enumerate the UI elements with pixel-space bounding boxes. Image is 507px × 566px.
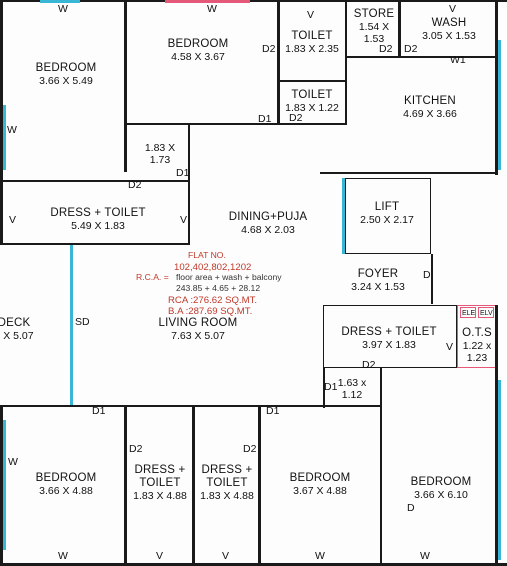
wall <box>345 56 498 58</box>
wall <box>431 254 433 304</box>
tag-door: D2 <box>262 43 276 55</box>
room-lift: LIFT 2.50 X 2.17 <box>360 201 414 227</box>
tag-window: W1 <box>450 54 466 66</box>
tag-vent: V <box>449 3 457 15</box>
tag-elv: ELV <box>480 310 493 317</box>
wall <box>188 125 190 245</box>
tag-door: D2 <box>404 43 418 55</box>
tag-door: D1 <box>266 405 280 417</box>
tag-window: W <box>420 550 430 562</box>
room-kitchen: KITCHEN 4.69 X 3.66 <box>403 95 457 121</box>
room-toilet-small: TOILET 1.83 X 1.22 <box>285 89 339 115</box>
room-wash: WASH 3.05 X 1.53 <box>422 17 476 43</box>
tag-door: D1 <box>176 167 190 179</box>
wall <box>124 405 127 566</box>
tag-door: D2 <box>243 443 257 455</box>
room-bedroom-bot-mid: BEDROOM 3.67 X 4.88 <box>289 472 351 498</box>
wall <box>380 368 382 566</box>
tag-door: D1 <box>258 113 272 125</box>
tag-vent: V <box>222 550 230 562</box>
wall <box>277 0 280 125</box>
wall <box>277 80 347 82</box>
wall <box>124 123 347 125</box>
room-foyer: FOYER 3.24 X 1.53 <box>351 268 405 294</box>
tag-door: D2 <box>129 443 143 455</box>
room-dining-puja: DINING+PUJA 4.68 X 2.03 <box>228 211 308 237</box>
tag-door: D1 <box>324 381 338 393</box>
wall <box>323 368 325 408</box>
lift-shaft <box>345 178 431 254</box>
tag-window: W <box>8 456 18 468</box>
flat-no-label: FLAT NO. <box>188 250 226 260</box>
room-bedroom-top-left: BEDROOM 3.66 X 5.49 <box>35 62 97 88</box>
ele-box <box>460 307 476 318</box>
tag-vent: V <box>307 9 315 21</box>
dress-toilet-right-walls <box>323 305 457 368</box>
sliding-door <box>70 245 73 405</box>
tag-window: W <box>7 124 17 136</box>
wall <box>0 405 380 407</box>
tag-door: D <box>407 502 415 514</box>
tag-door: D2 <box>379 43 393 55</box>
rca-label: R.C.A. = <box>136 272 169 282</box>
room-small-right: 1.63 x 1.12 <box>337 377 367 402</box>
wall <box>495 0 498 175</box>
tag-door: D1 <box>92 405 106 417</box>
rca-formula: floor area + wash + balcony <box>176 272 282 282</box>
tag-window: W <box>58 550 68 562</box>
room-dress-toilet-right: DRESS + TOILET 3.97 X 1.83 <box>341 326 437 352</box>
tag-vent: V <box>156 550 164 562</box>
wall <box>0 405 3 566</box>
wall <box>0 563 507 566</box>
elv-box <box>478 307 494 318</box>
room-deck: DECK 6 X 5.07 <box>0 317 34 343</box>
room-toilet-top: TOILET 1.83 X 2.35 <box>285 30 339 56</box>
room-ots: O.T.S 1.22 x 1.23 <box>462 327 492 365</box>
rca-values: 243.85 + 4.65 + 28.12 <box>176 283 261 293</box>
lift-line <box>342 178 345 254</box>
wall <box>320 172 498 174</box>
room-dress-toilet-b1: DRESS + TOILET 1.83 X 4.88 <box>133 464 187 503</box>
wall <box>0 0 3 245</box>
tag-sliding-door: SD <box>75 316 90 328</box>
room-passage: 1.83 X 1.73 <box>144 142 176 167</box>
tag-vent: V <box>446 341 454 353</box>
tag-vent: V <box>9 214 17 226</box>
window-top <box>165 0 250 3</box>
wall <box>0 243 190 245</box>
wall <box>345 0 347 125</box>
tag-door: D2 <box>362 359 376 371</box>
room-bedroom-top-mid: BEDROOM 4.58 X 3.67 <box>167 38 229 64</box>
tag-door: D2 <box>289 112 303 124</box>
wall <box>124 0 127 172</box>
tag-ele: ELE <box>462 310 476 317</box>
wall <box>398 0 401 58</box>
wall <box>0 0 507 2</box>
wall <box>258 405 261 566</box>
tag-vent: V <box>180 214 188 226</box>
wall <box>495 305 498 566</box>
window-top-left <box>40 0 80 3</box>
window-right <box>498 40 501 170</box>
tag-window: W <box>315 550 325 562</box>
window-right-lower <box>498 380 501 560</box>
room-dress-toilet-b2: DRESS + TOILET 1.83 X 4.88 <box>200 464 254 503</box>
room-dress-toilet-left: DRESS + TOILET 5.49 X 1.83 <box>50 207 146 233</box>
wall <box>0 180 190 182</box>
wall <box>192 405 195 566</box>
room-store: STORE 1.54 X 1.53 <box>353 8 395 46</box>
room-bedroom-bot-right: BEDROOM 3.66 X 6.10 <box>410 476 472 502</box>
tag-window: W <box>207 3 217 15</box>
room-living: LIVING ROOM 7.63 X 5.07 <box>158 317 238 343</box>
tag-door: D <box>423 269 431 281</box>
tag-door: D2 <box>128 179 142 191</box>
flat-no-value: 102,402,802,1202 <box>174 262 252 273</box>
window-left <box>3 105 6 170</box>
tag-window: W <box>58 3 68 15</box>
room-bedroom-bot-left: BEDROOM 3.66 X 4.88 <box>35 472 97 498</box>
rca-total: RCA :276.62 SQ.MT. <box>168 295 258 306</box>
ba-total: B.A :287.69 SQ.MT. <box>168 306 253 317</box>
window-left-lower <box>3 420 6 550</box>
